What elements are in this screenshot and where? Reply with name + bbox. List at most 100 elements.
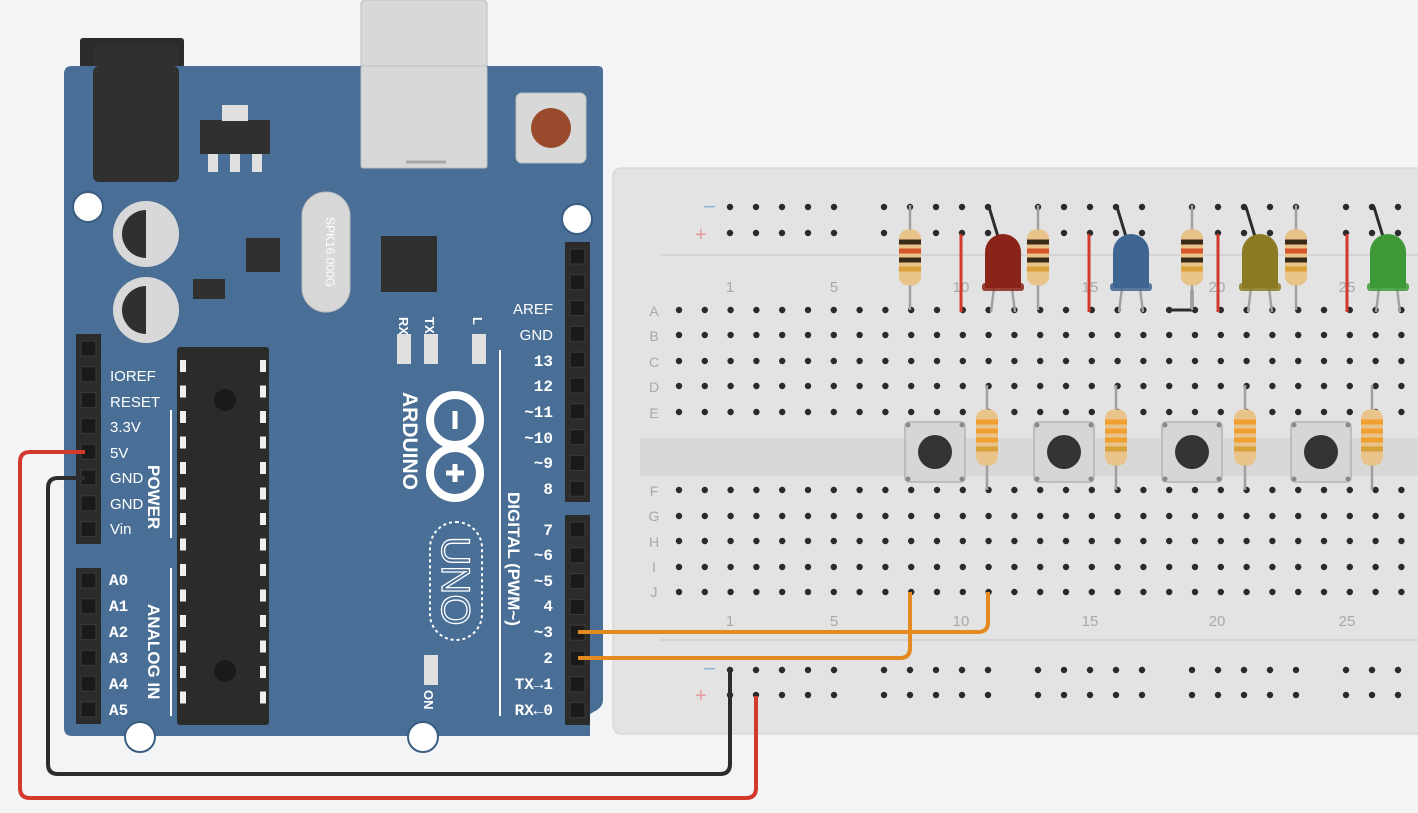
breadboard-hole[interactable]: [753, 382, 760, 390]
breadboard-hole[interactable]: [830, 563, 837, 571]
header-socket[interactable]: [80, 392, 97, 409]
header-socket[interactable]: [569, 351, 586, 368]
breadboard-hole[interactable]: [779, 486, 786, 494]
breadboard-hole[interactable]: [882, 408, 889, 416]
rail-hole[interactable]: [752, 229, 760, 237]
breadboard-hole[interactable]: [701, 512, 708, 520]
rail-hole[interactable]: [1342, 666, 1350, 674]
pushbutton-cap[interactable]: [1175, 435, 1209, 469]
breadboard-hole[interactable]: [1295, 357, 1302, 365]
breadboard-hole[interactable]: [856, 357, 863, 365]
breadboard-hole[interactable]: [753, 408, 760, 416]
rail-hole[interactable]: [1214, 229, 1222, 237]
breadboard-hole[interactable]: [1191, 357, 1199, 365]
breadboard-hole[interactable]: [1320, 588, 1328, 596]
breadboard-hole[interactable]: [1062, 357, 1070, 365]
rail-hole[interactable]: [958, 666, 966, 674]
rail-hole[interactable]: [958, 203, 966, 211]
breadboard-hole[interactable]: [804, 357, 812, 365]
header-socket[interactable]: [569, 454, 586, 471]
wire-5v-to-rail[interactable]: [18, 450, 758, 800]
breadboard-hole[interactable]: [1191, 588, 1199, 596]
breadboard-hole[interactable]: [830, 331, 837, 339]
breadboard-hole[interactable]: [1295, 331, 1302, 339]
breadboard-hole[interactable]: [1320, 408, 1328, 416]
breadboard-hole[interactable]: [753, 588, 760, 596]
wire-pin3[interactable]: [578, 592, 990, 634]
breadboard-hole[interactable]: [1217, 512, 1225, 520]
rail-hole[interactable]: [1112, 666, 1120, 674]
breadboard-hole[interactable]: [1243, 331, 1250, 339]
breadboard-hole[interactable]: [830, 486, 837, 494]
reset-button-cap[interactable]: [531, 108, 571, 148]
rail-hole[interactable]: [1112, 229, 1120, 237]
rail-hole[interactable]: [830, 666, 838, 674]
breadboard-hole[interactable]: [959, 563, 966, 571]
breadboard-hole[interactable]: [933, 486, 941, 494]
breadboard-hole[interactable]: [1295, 512, 1302, 520]
breadboard-hole[interactable]: [1269, 537, 1276, 545]
rail-hole[interactable]: [906, 666, 914, 674]
breadboard-hole[interactable]: [1269, 486, 1276, 494]
breadboard-hole[interactable]: [1269, 408, 1276, 416]
leds[interactable]: [982, 206, 1409, 313]
breadboard-hole[interactable]: [1140, 537, 1147, 545]
breadboard-hole[interactable]: [856, 486, 863, 494]
rail-hole[interactable]: [1060, 666, 1068, 674]
breadboard-hole[interactable]: [675, 331, 683, 339]
breadboard-hole[interactable]: [1062, 486, 1070, 494]
breadboard-hole[interactable]: [804, 331, 812, 339]
breadboard-hole[interactable]: [1269, 563, 1276, 571]
breadboard-hole[interactable]: [675, 382, 683, 390]
breadboard-hole[interactable]: [1011, 357, 1018, 365]
rail-hole[interactable]: [830, 203, 838, 211]
breadboard-hole[interactable]: [908, 331, 915, 339]
arduino-uno-board[interactable]: SPK16.000G RX TX L ON ARDUINO UNO: [64, 0, 603, 753]
breadboard-hole[interactable]: [1372, 486, 1379, 494]
breadboard-hole[interactable]: [1346, 537, 1354, 545]
breadboard-hole[interactable]: [1217, 563, 1225, 571]
breadboard-hole[interactable]: [1398, 382, 1405, 390]
rail-hole[interactable]: [932, 666, 940, 674]
breadboard-hole[interactable]: [1088, 537, 1096, 545]
rail-hole[interactable]: [778, 666, 786, 674]
breadboard-hole[interactable]: [1217, 357, 1225, 365]
breadboard-hole[interactable]: [1320, 563, 1328, 571]
pushbuttons[interactable]: [904, 421, 1352, 483]
breadboard-hole[interactable]: [1114, 331, 1121, 339]
rail-hole[interactable]: [880, 691, 888, 699]
breadboard-hole[interactable]: [1243, 563, 1250, 571]
breadboard-hole[interactable]: [675, 563, 683, 571]
breadboard-hole[interactable]: [882, 512, 889, 520]
breadboard-hole[interactable]: [882, 357, 889, 365]
breadboard-hole[interactable]: [1398, 486, 1405, 494]
header-socket[interactable]: [569, 325, 586, 342]
breadboard-hole[interactable]: [959, 408, 966, 416]
breadboard-hole[interactable]: [856, 588, 863, 596]
breadboard-hole[interactable]: [753, 357, 760, 365]
rail-hole[interactable]: [880, 203, 888, 211]
rail-hole[interactable]: [1266, 203, 1274, 211]
rail-hole[interactable]: [778, 203, 786, 211]
rail-hole[interactable]: [1292, 666, 1300, 674]
breadboard-hole[interactable]: [1191, 382, 1199, 390]
breadboard-hole[interactable]: [908, 563, 915, 571]
breadboard-hole[interactable]: [701, 408, 708, 416]
header-socket[interactable]: [80, 624, 97, 641]
rail-hole[interactable]: [1368, 666, 1376, 674]
breadboard-hole[interactable]: [882, 306, 889, 314]
analog-header[interactable]: [76, 568, 101, 724]
rail-hole[interactable]: [1394, 203, 1402, 211]
rail-hole[interactable]: [1086, 203, 1094, 211]
rail-hole[interactable]: [1214, 691, 1222, 699]
breadboard-hole[interactable]: [1114, 512, 1121, 520]
breadboard-hole[interactable]: [908, 486, 915, 494]
rail-hole[interactable]: [778, 691, 786, 699]
breadboard-hole[interactable]: [1346, 382, 1354, 390]
breadboard-hole[interactable]: [882, 331, 889, 339]
breadboard-hole[interactable]: [1037, 382, 1044, 390]
breadboard-hole[interactable]: [1062, 306, 1070, 314]
breadboard-hole[interactable]: [882, 563, 889, 571]
rail-hole[interactable]: [1138, 203, 1146, 211]
